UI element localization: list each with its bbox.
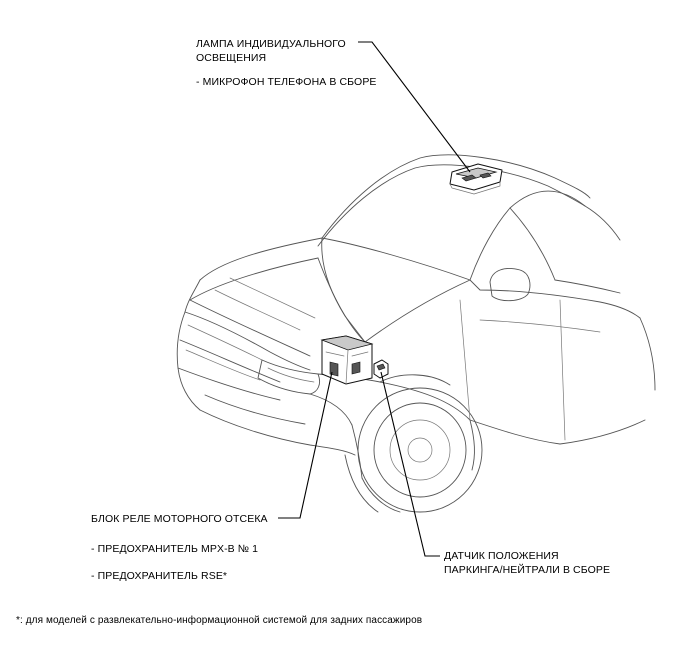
fuse-mpx-text: - ПРЕДОХРАНИТЕЛЬ MPX-B № 1 xyxy=(91,543,259,555)
lamp-label-line1: ЛАМПА ИНДИВИДУАЛЬНОГО xyxy=(196,38,346,50)
relay-block-title: БЛОК РЕЛЕ МОТОРНОГО ОТСЕКА xyxy=(91,513,268,525)
lamp-label-line2: ОСВЕЩЕНИЯ xyxy=(196,52,267,64)
vehicle-outline xyxy=(176,154,656,513)
sensor-label: ДАТЧИК ПОЛОЖЕНИЯ ПАРКИНГА/НЕЙТРАЛИ В СБО… xyxy=(444,549,610,577)
fuse-rse-text: - ПРЕДОХРАНИТЕЛЬ RSE* xyxy=(91,570,228,582)
footnote-text: *: для моделей с развлекательно-информац… xyxy=(16,615,423,626)
relay-leader-line xyxy=(278,371,333,519)
engine-relay-block-component xyxy=(320,335,374,385)
relay-block-label: БЛОК РЕЛЕ МОТОРНОГО ОТСЕКА xyxy=(91,512,268,526)
footnote: *: для моделей с развлекательно-информац… xyxy=(16,614,422,628)
lamp-sub-label: - МИКРОФОН ТЕЛЕФОНА В СБОРЕ xyxy=(196,75,377,89)
lamp-leader-line xyxy=(358,41,471,173)
fuse-rse-label: - ПРЕДОХРАНИТЕЛЬ RSE* xyxy=(91,569,227,583)
sensor-leader-line xyxy=(380,371,440,557)
lamp-label: ЛАМПА ИНДИВИДУАЛЬНОГО ОСВЕЩЕНИЯ xyxy=(196,37,346,65)
interior-lamp-component xyxy=(449,163,503,195)
leader-lines xyxy=(278,41,471,557)
fuse-mpx-label: - ПРЕДОХРАНИТЕЛЬ MPX-B № 1 xyxy=(91,542,258,556)
sensor-label-line2: ПАРКИНГА/НЕЙТРАЛИ В СБОРЕ xyxy=(444,564,611,576)
sensor-label-line1: ДАТЧИК ПОЛОЖЕНИЯ xyxy=(444,550,559,562)
microphone-label: - МИКРОФОН ТЕЛЕФОНА В СБОРЕ xyxy=(196,76,377,88)
park-neutral-sensor-component xyxy=(373,359,389,379)
